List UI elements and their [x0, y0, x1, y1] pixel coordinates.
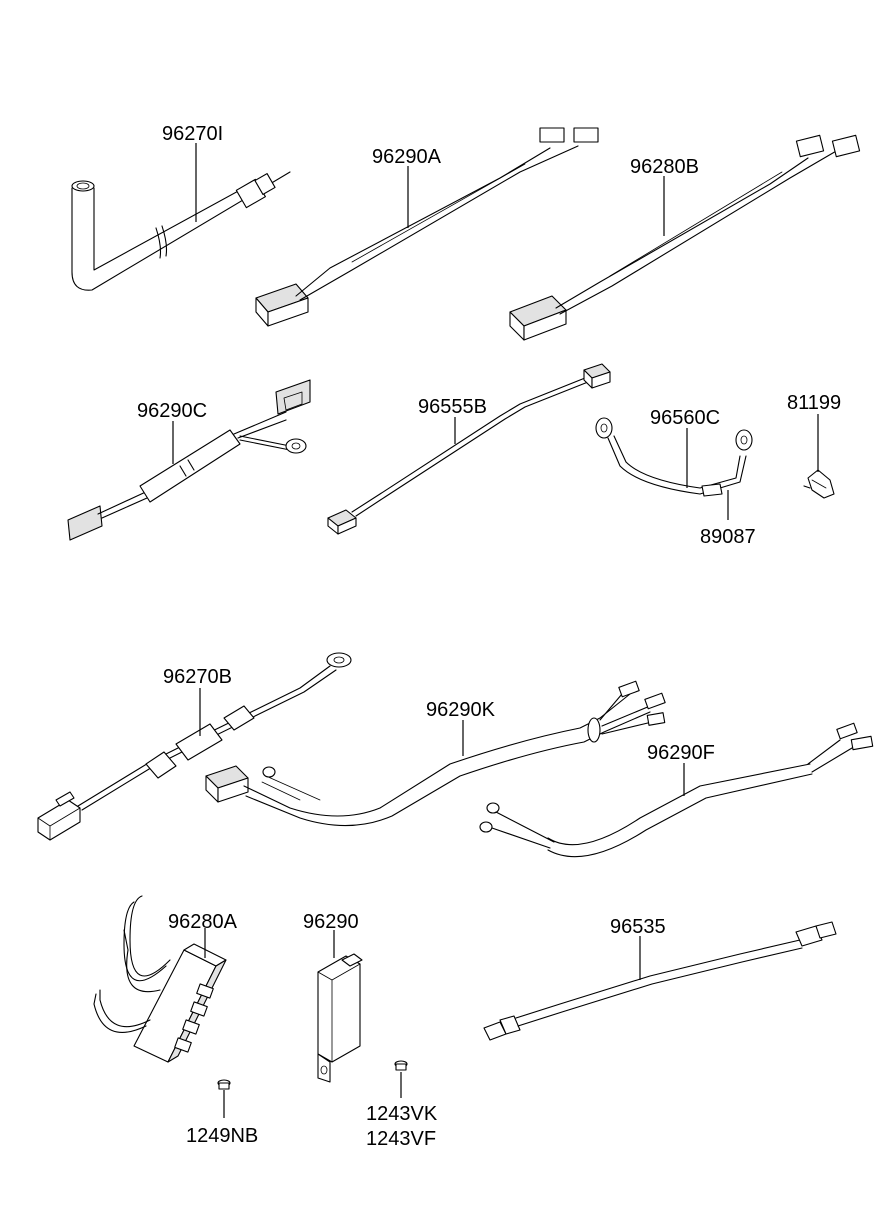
label-96270B: 96270B	[163, 666, 232, 688]
label-96555B: 96555B	[418, 396, 487, 418]
part-1249NB: 1249NB	[186, 1079, 258, 1147]
part-96290C: 96290C	[67, 379, 311, 541]
part-96555B: 96555B	[327, 363, 611, 535]
part-96280A: 96280A	[93, 895, 238, 1063]
label-96290K: 96290K	[426, 699, 496, 721]
label-89087: 89087	[700, 526, 756, 548]
label-96290A: 96290A	[372, 146, 442, 168]
label-1243VK: 1243VK	[366, 1103, 438, 1125]
label-96290F: 96290F	[647, 742, 715, 764]
label-96290: 96290	[303, 911, 359, 933]
part-96280B: 96280B	[509, 134, 861, 341]
part-96290A: 96290A	[255, 127, 599, 327]
part-96535: 96535	[483, 916, 837, 1041]
label-96270I: 96270I	[162, 123, 223, 145]
label-96560C: 96560C	[650, 407, 720, 429]
label-81199: 81199	[787, 392, 841, 414]
part-96270I: 96270I	[71, 123, 291, 291]
part-96560C: 96560C 89087	[595, 407, 756, 548]
part-96290F: 96290F	[479, 722, 874, 858]
label-96280B: 96280B	[630, 156, 699, 178]
part-1243VK: 1243VK 1243VF	[366, 1060, 438, 1150]
part-96290: 96290	[303, 911, 363, 1083]
part-96290K: 96290K	[205, 680, 666, 827]
part-96270B: 96270B	[37, 652, 352, 841]
label-96290C: 96290C	[137, 400, 207, 422]
part-81199: 81199	[787, 392, 841, 499]
label-1243VF: 1243VF	[366, 1128, 436, 1150]
label-1249NB: 1249NB	[186, 1125, 258, 1147]
label-96535: 96535	[610, 916, 666, 938]
label-96280A: 96280A	[168, 911, 238, 933]
